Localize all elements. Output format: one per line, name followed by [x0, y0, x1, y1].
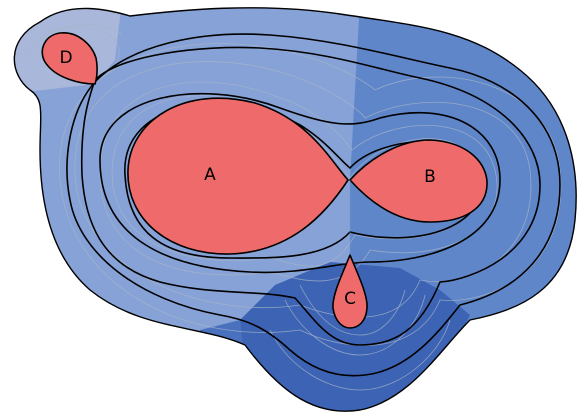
lobe-d [41, 32, 98, 85]
lobe-a [127, 97, 350, 255]
lobe-b [348, 139, 488, 223]
contour-ring-third [80, 46, 541, 346]
label-b: B [424, 167, 436, 187]
contour-ring-outer [66, 33, 561, 377]
label-d: D [59, 48, 72, 68]
lobe-c [332, 252, 368, 329]
contour-ring-second [99, 92, 501, 274]
lobes [41, 32, 488, 329]
label-c: C [344, 289, 356, 309]
label-a: A [204, 165, 216, 185]
zone-dark-bottom-left [160, 320, 250, 412]
